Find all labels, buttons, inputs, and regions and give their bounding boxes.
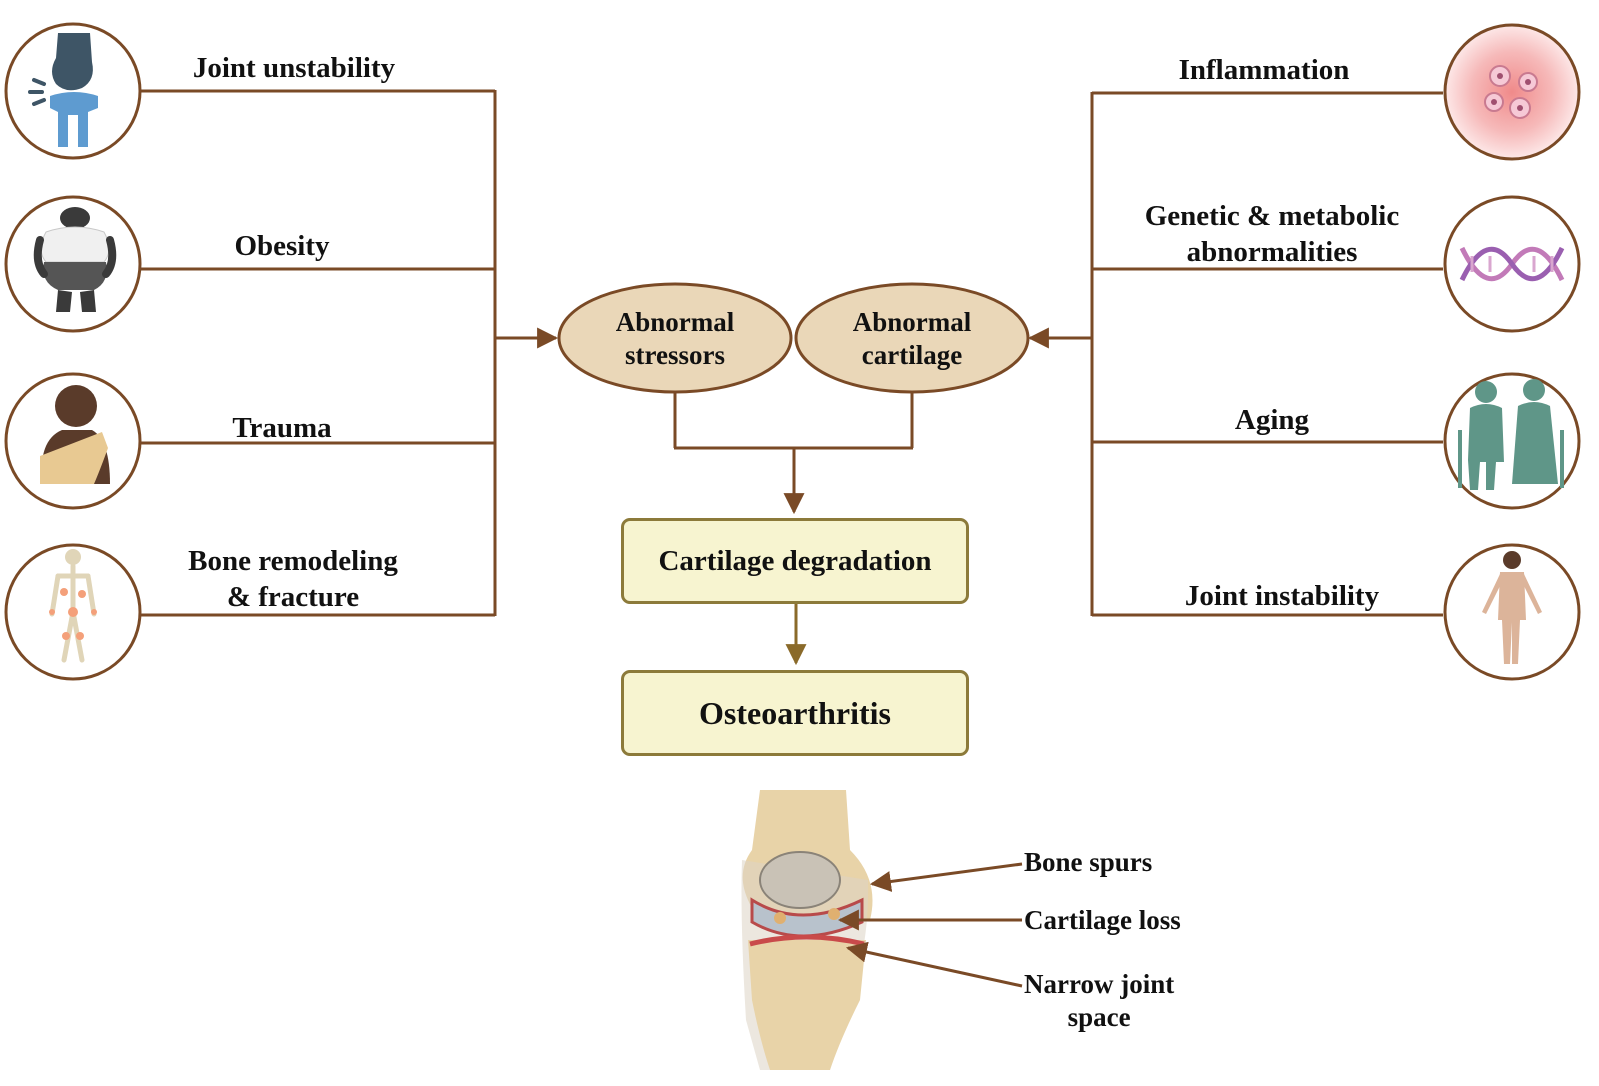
knee-joint-icon	[28, 33, 98, 147]
label-obesity: Obesity	[234, 230, 330, 262]
dna-icon	[1459, 246, 1565, 282]
text-osteoarthritis: Osteoarthritis	[699, 694, 891, 731]
knee-illustration	[741, 790, 873, 1070]
label-narrow-joint-space: Narrow joint space	[1024, 969, 1175, 1032]
obese-person-icon	[33, 207, 117, 312]
text-abnormal-stressors: Abnormal stressors	[615, 307, 735, 370]
label-joint-instability: Joint instability	[1184, 580, 1380, 612]
label-trauma: Trauma	[232, 412, 332, 444]
inflammation-cells-icon	[1484, 65, 1538, 119]
label-inflammation: Inflammation	[1178, 54, 1350, 86]
skeleton-joint-highlights	[49, 588, 97, 640]
elderly-couple-icon	[1458, 379, 1564, 490]
label-aging: Aging	[1234, 404, 1310, 436]
label-bone-remodeling: Bone remodeling & fracture	[188, 545, 398, 613]
label-cartilage-loss: Cartilage loss	[1024, 905, 1181, 935]
human-body-icon	[1482, 551, 1542, 664]
left-bracket	[140, 89, 559, 617]
right-bracket	[1027, 91, 1443, 617]
label-bone-spurs: Bone spurs	[1024, 847, 1153, 877]
text-abnormal-cartilage: Abnormal cartilage	[852, 307, 972, 370]
right-icons	[1443, 23, 1581, 681]
box-cartilage-degradation: Cartilage degradation	[621, 518, 969, 604]
text-cartilage-degradation: Cartilage degradation	[658, 544, 932, 577]
label-joint-unstability: Joint unstability	[192, 52, 396, 84]
merge-connector	[673, 392, 914, 515]
box-osteoarthritis: Osteoarthritis	[621, 670, 969, 756]
annotation-arrows	[837, 862, 1023, 988]
arm-sling-icon	[40, 385, 110, 484]
label-genetic-metabolic: Genetic & metabolic abnormalities	[1144, 200, 1400, 268]
